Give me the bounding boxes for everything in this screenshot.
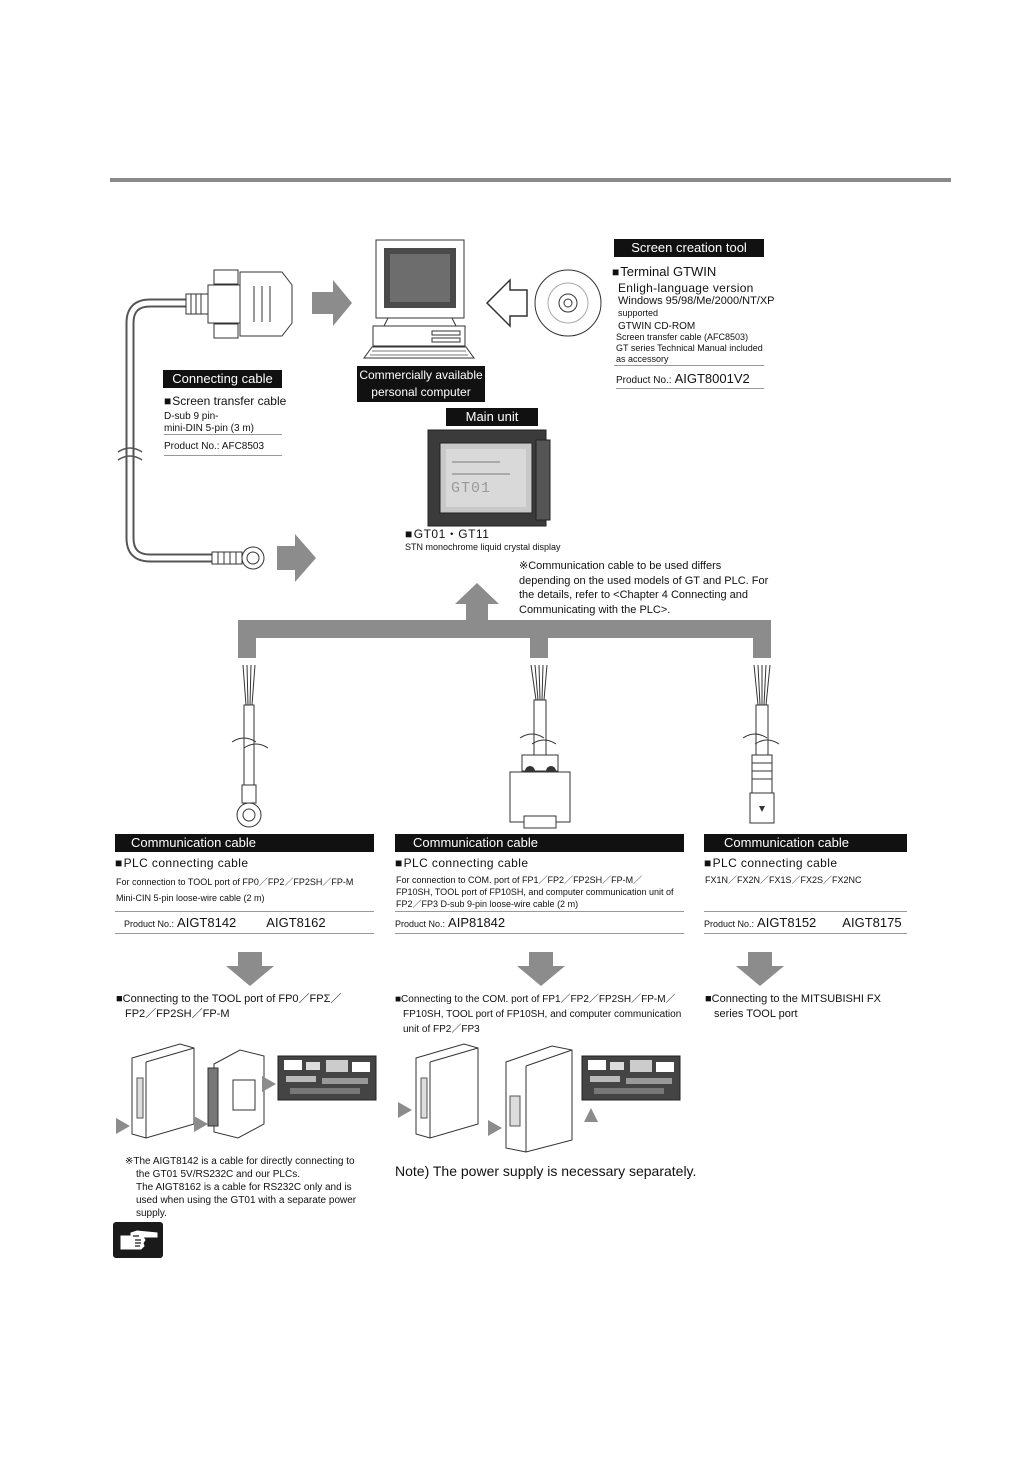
comm-cable-tag-3: Communication cable bbox=[704, 834, 907, 852]
main-unit-title: GT01・GT11 bbox=[405, 527, 489, 541]
plc-cable-title-1: PLC connecting cable bbox=[115, 856, 248, 870]
pc-tag: Commercially available personal computer bbox=[357, 366, 485, 402]
screen-tool-line: Screen transfer cable (AFC8503) bbox=[616, 332, 749, 342]
arrow-left-icon bbox=[485, 278, 528, 328]
screen-tool-line: GT series Technical Manual included bbox=[616, 343, 763, 353]
mini-din-connector-icon bbox=[211, 546, 265, 570]
main-unit-desc: STN monochrome liquid crystal display bbox=[405, 542, 561, 552]
screen-tool-line: Enligh-language version bbox=[618, 281, 754, 295]
plc-cable-title-2: PLC connecting cable bbox=[395, 856, 528, 870]
dsub-cable-icon bbox=[509, 664, 571, 829]
arrow-right-icon bbox=[277, 534, 316, 582]
plc-cable-product-2: Product No.:AIP81842 bbox=[395, 915, 684, 934]
circuit-board-icon bbox=[277, 1055, 377, 1101]
product-number: AIP81842 bbox=[448, 915, 506, 930]
screen-tool-line: Windows 95/98/Me/2000/NT/XP bbox=[618, 295, 775, 307]
product-number: AIGT8175 bbox=[842, 915, 902, 930]
branch-bar bbox=[238, 620, 770, 638]
plc-cable-details-1: For connection to TOOL port of FP0／FP2／F… bbox=[116, 877, 354, 903]
product-number: AIGT8001V2 bbox=[674, 371, 750, 386]
loose-wire-cable-icon bbox=[231, 664, 269, 828]
circuit-board-icon bbox=[581, 1055, 681, 1101]
triangle-marker-icon bbox=[194, 1116, 208, 1132]
note-bottom-left: ※The AIGT8142 is a cable for directly co… bbox=[125, 1156, 357, 1219]
fx-cable-icon bbox=[742, 664, 780, 824]
triangle-marker-icon bbox=[488, 1120, 502, 1136]
note-top: ※Communication cable to be used differs … bbox=[519, 560, 769, 616]
plc-cable-details-3: FX1N／FX2N／FX1S／FX2S／FX2NC bbox=[705, 875, 862, 885]
hand-pointer-icon bbox=[113, 1222, 163, 1258]
product-number: AIGT8142 bbox=[177, 915, 237, 930]
arrow-down-icon bbox=[517, 952, 565, 986]
triangle-marker-icon bbox=[584, 1108, 598, 1122]
personal-computer-icon bbox=[363, 239, 475, 359]
arrow-down-icon bbox=[736, 952, 784, 986]
triangle-marker-icon bbox=[116, 1118, 130, 1134]
arrow-up-icon bbox=[455, 583, 499, 622]
header-rule bbox=[110, 178, 951, 182]
cable-break-mark bbox=[117, 447, 143, 461]
screen-tool-title: Terminal GTWIN bbox=[612, 264, 716, 280]
gt01-screen-text: GT01 bbox=[451, 480, 492, 497]
connecting-cable-details: D-sub 9 pin- mini-DIN 5-pin (3 m) bbox=[164, 411, 255, 434]
connecting-cable-product: Product No.: AFC8503 bbox=[164, 440, 282, 456]
dsub-connector-icon bbox=[185, 269, 293, 339]
product-number: AIGT8162 bbox=[266, 915, 326, 930]
screen-tool-tag: Screen creation tool bbox=[614, 239, 764, 257]
main-unit-tag: Main unit bbox=[446, 408, 538, 426]
plc-fp1-unit-icon bbox=[415, 1043, 573, 1153]
triangle-marker-icon bbox=[262, 1076, 276, 1092]
screen-tool-product: Product No.:AIGT8001V2 bbox=[616, 371, 764, 389]
screen-tool-line: GTWIN CD-ROM bbox=[618, 321, 696, 332]
cd-rom-icon bbox=[534, 269, 602, 337]
connecting-cable-tag: Connecting cable bbox=[163, 370, 282, 388]
arrow-right-icon bbox=[312, 280, 352, 326]
plc-cable-details-2: For connection to COM. port of FP1／FP2／F… bbox=[396, 875, 674, 909]
plc-fp0-unit-icon bbox=[131, 1043, 265, 1139]
screen-tool-line: as accessory bbox=[616, 354, 669, 364]
comm-cable-tag-1: Communication cable bbox=[115, 834, 374, 852]
product-number: AIGT8152 bbox=[757, 915, 817, 930]
connect-desc-1: ■Connecting to the TOOL port of FP0／FPΣ／… bbox=[116, 993, 342, 1020]
screen-tool-line: supported bbox=[618, 308, 659, 318]
connect-desc-2: ■Connecting to the COM. port of FP1／FP2／… bbox=[395, 994, 682, 1035]
comm-cable-tag-2: Communication cable bbox=[395, 834, 684, 852]
connect-desc-3: ■Connecting to the MITSUBISHI FX series … bbox=[705, 993, 881, 1020]
screen-tool-details: Enligh-language version Windows 95/98/Me… bbox=[616, 281, 775, 365]
arrow-down-icon bbox=[226, 952, 274, 986]
connecting-cable-title: Screen transfer cable bbox=[164, 394, 286, 408]
plc-cable-title-3: PLC connecting cable bbox=[704, 856, 837, 870]
note-power: Note) The power supply is necessary sepa… bbox=[395, 1163, 697, 1179]
triangle-marker-icon bbox=[398, 1102, 412, 1118]
gt01-device-icon bbox=[427, 429, 551, 527]
